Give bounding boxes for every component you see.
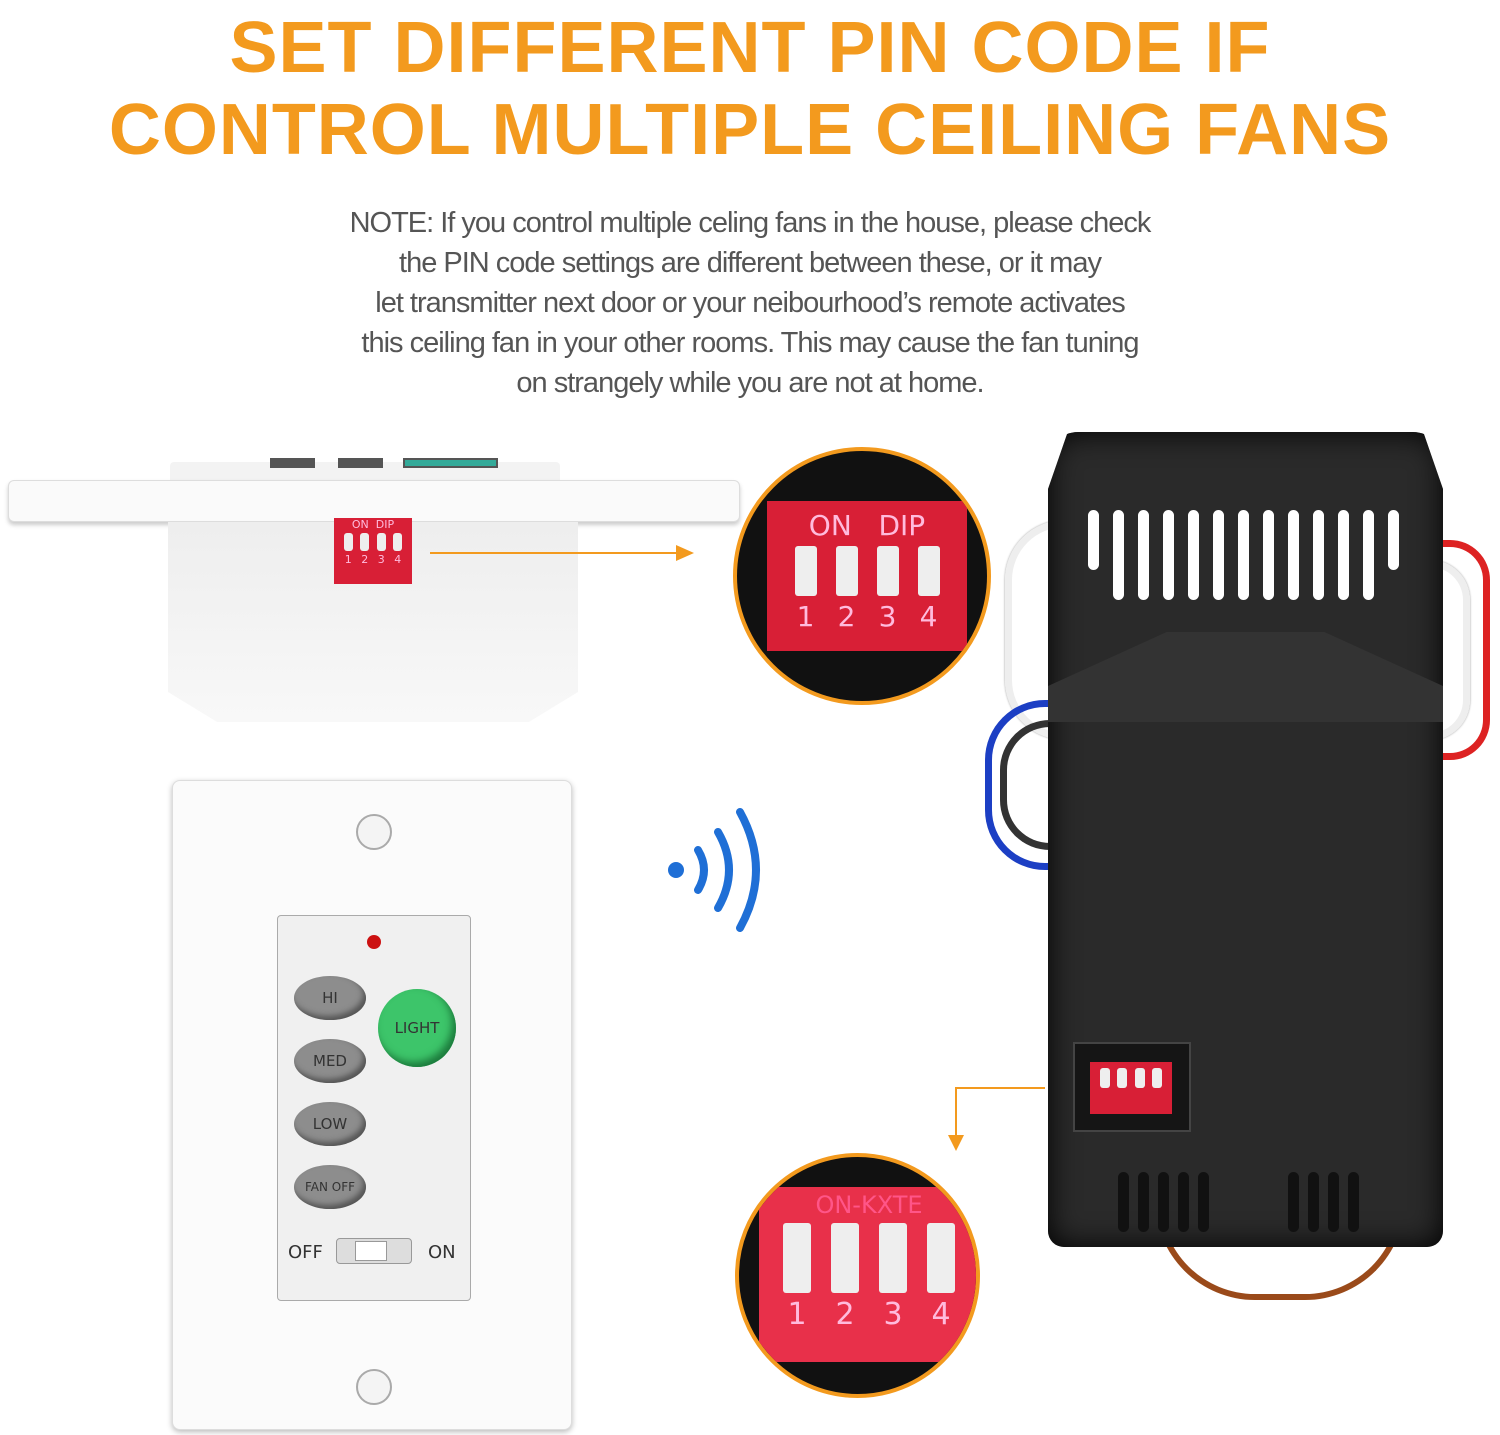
vent-slot [1288,510,1299,600]
arrow-line [430,552,680,554]
vent-slot [1158,1172,1169,1232]
dip-on-label: ON [351,518,369,531]
low-button[interactable]: LOW [294,1102,366,1146]
receiver-dip-window [1073,1042,1191,1132]
vent-slot [1178,1172,1189,1232]
note-line: on strangely while you are not at home. [516,367,984,399]
receiver-unit [1048,432,1443,1247]
remote-panel: HI MED LOW FAN OFF LIGHT OFF ON [277,915,471,1301]
dip-number: 2 [837,600,856,633]
dip-number: 3 [883,1297,903,1332]
vent-slot [1388,510,1399,570]
headline-line1: SET DIFFERENT PIN CODE IF [229,8,1271,88]
note-line: this ceiling fan in your other rooms. Th… [361,327,1139,359]
dip-number: 2 [835,1297,855,1332]
vent-slot [1288,1172,1299,1232]
vent-slot [1313,510,1324,600]
note-text: NOTE: If you control multiple celing fan… [250,203,1250,403]
note-line: NOTE: If you control multiple celing fan… [349,207,1152,239]
screw-icon [356,814,392,850]
light-button[interactable]: LIGHT [378,989,456,1067]
vent-slot [1238,510,1249,600]
arrow-line [955,1087,957,1137]
vent-slot [1338,510,1349,600]
dip-number: 4 [394,553,402,566]
fan-off-button[interactable]: FAN OFF [294,1165,366,1209]
vent-slot [1348,1172,1359,1232]
dip-number: 4 [931,1297,951,1332]
wall-plate: HI MED LOW FAN OFF LIGHT OFF ON [172,780,572,1430]
vent-slot [1138,1172,1149,1232]
note-line: let transmitter next door or your neibou… [375,287,1126,319]
vent-slot [1198,1172,1209,1232]
receiver-wires [985,520,1500,1320]
power-toggle[interactable] [336,1238,412,1264]
med-button[interactable]: MED [294,1039,366,1083]
vent-slot [1113,510,1124,600]
screw-icon [356,1369,392,1405]
indicator-led [367,935,381,949]
off-label: OFF [288,1242,323,1263]
headline-line2: CONTROL MULTIPLE CEILING FANS [108,90,1392,170]
vent-slot [1328,1172,1339,1232]
vent-slot [1308,1172,1319,1232]
dip-number: 3 [377,553,385,566]
vent-slot [1163,510,1174,600]
vent-slot [1088,510,1099,570]
dip-number: 1 [344,553,352,566]
dip-number: 1 [787,1297,807,1332]
hi-button[interactable]: HI [294,976,366,1020]
dip-number: 1 [796,600,815,633]
vent-slot [1138,510,1149,600]
dip-number: 2 [361,553,369,566]
arrow-line [955,1087,1045,1089]
vent-slot [1118,1172,1129,1232]
dip-label: DIP [375,518,395,531]
dip-number: 3 [878,600,897,633]
vent-slot [1263,510,1274,600]
wireless-signal-icon [668,808,760,932]
vent-slot [1363,510,1374,600]
dip-on-label: ON [808,509,852,542]
dip-label: DIP [878,509,926,542]
note-line: the PIN code settings are different betw… [399,247,1102,279]
arrow-head [676,545,694,561]
on-label: ON [428,1242,456,1263]
dip-brand-label: ON-KXTE [815,1191,923,1219]
vent-slot [1188,510,1199,600]
arrow-head [948,1135,964,1151]
vent-slot [1213,510,1224,600]
dip-number: 4 [919,600,938,633]
